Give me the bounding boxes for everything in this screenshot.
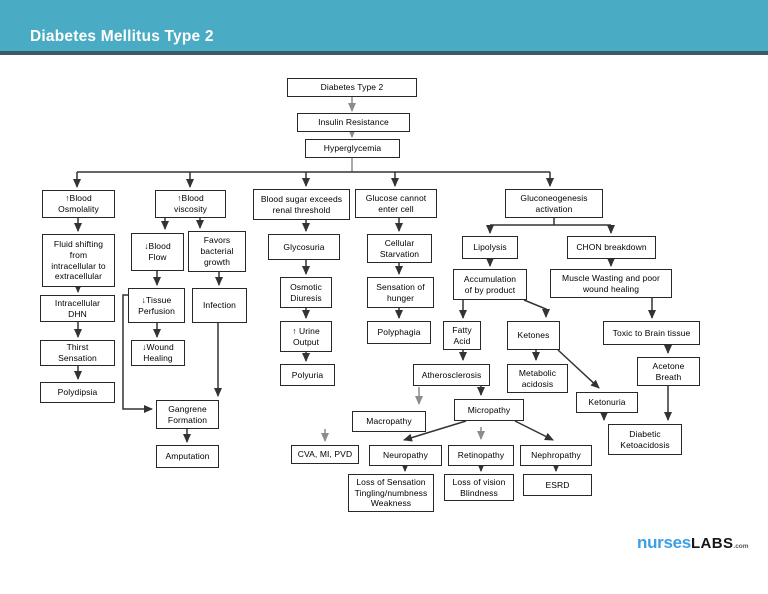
flow-node-neuropathy: Neuropathy (369, 445, 442, 466)
flow-node-retinopathy: Retinopathy (448, 445, 514, 466)
flow-node-accumulation-of-by-product: Accumulation of by product (453, 269, 527, 300)
flow-node-ketones: Ketones (507, 321, 560, 350)
flow-node-loss-of-vision: Loss of vision Blindness (444, 474, 514, 501)
header-divider (0, 51, 768, 55)
flow-node-thirst-sensation: Thirst Sensation (40, 340, 115, 366)
flow-node-acetone-breath: Acetone Breath (637, 357, 700, 386)
flow-node-metabolic-acidosis: Metabolic acidosis (507, 364, 568, 393)
flow-node-lipolysis: Lipolysis (462, 236, 518, 259)
flow-node-cellular-starvation: Cellular Starvation (367, 234, 432, 263)
flow-node-muscle-wasting: Muscle Wasting and poor wound healing (550, 269, 672, 298)
flow-node-wound-healing: ↓Wound Healing (131, 340, 185, 366)
logo-labs-text: LABS (690, 535, 734, 552)
flow-edge (523, 299, 550, 318)
flow-edge (514, 420, 554, 441)
flow-node-micropathy: Micropathy (454, 399, 524, 421)
flow-node-osmotic-diuresis: Osmotic Diuresis (280, 277, 332, 308)
flow-node-glucose-cannot-enter-cell: Glucose cannot enter cell (355, 189, 437, 218)
flow-node-fatty-acid: Fatty Acid (443, 321, 481, 350)
flow-edge (403, 420, 467, 442)
flow-node-atherosclerosis: Atherosclerosis (413, 364, 490, 386)
header-bar (0, 0, 768, 51)
flow-node-urine-output: ↑ Urine Output (280, 321, 332, 352)
flow-edge (557, 349, 600, 389)
flow-node-blood-sugar-exceeds-renal-threshold: Blood sugar exceeds renal threshold (253, 189, 350, 220)
flow-node-intracellular-dhn: Intracellular DHN (40, 295, 115, 322)
flow-node-gangrene-formation: Gangrene Formation (156, 400, 219, 429)
flow-node-polyphagia: Polyphagia (367, 321, 431, 344)
flow-node-sensation-of-hunger: Sensation of hunger (367, 277, 434, 308)
flow-node-cva-mi-pvd: CVA, MI, PVD (291, 445, 359, 464)
flow-node-macropathy: Macropathy (352, 411, 426, 432)
flow-node-chon-breakdown: CHON breakdown (567, 236, 656, 259)
flow-node-infection: Infection (192, 288, 247, 323)
flow-node-blood-flow: ↓Blood Flow (131, 233, 184, 271)
logo-tld-text: .com (733, 543, 749, 550)
logo-nurses-text: nurses (637, 533, 691, 552)
flow-node-ketonuria: Ketonuria (576, 392, 638, 413)
flow-node-polyuria: Polyuria (280, 364, 335, 386)
flow-node-polydipsia: Polydipsia (40, 382, 115, 403)
flow-node-fluid-shifting: Fluid shifting from intracellular to ext… (42, 234, 115, 287)
flow-node-hyperglycemia: Hyperglycemia (305, 139, 400, 158)
flow-node-diabetes-type-2: Diabetes Type 2 (287, 78, 417, 97)
flow-edge (122, 294, 153, 413)
flow-node-favors-bacterial-growth: Favors bacterial growth (188, 231, 246, 272)
flow-node-gluconeogenesis-activation: Gluconeogenesis activation (505, 189, 603, 218)
flow-node-tissue-perfusion: ↓Tissue Perfusion (128, 288, 185, 323)
flow-node-amputation: Amputation (156, 445, 219, 468)
page-title: Diabetes Mellitus Type 2 (30, 28, 214, 45)
flow-node-insulin-resistance: Insulin Resistance (297, 113, 410, 132)
flow-node-nephropathy: Nephropathy (520, 445, 592, 466)
flow-node-esrd: ESRD (523, 474, 592, 496)
flow-node-toxic-to-brain-tissue: Toxic to Brain tissue (603, 321, 700, 345)
flow-node-blood-osmolality: ↑Blood Osmolality (42, 190, 115, 218)
flow-node-loss-of-sensation: Loss of Sensation Tingling/numbness Weak… (348, 474, 434, 512)
flow-node-glycosuria: Glycosuria (268, 234, 340, 260)
flow-node-diabetic-ketoacidosis: Diabetic Ketoacidosis (608, 424, 682, 455)
flow-node-blood-viscosity: ↑Blood viscosity (155, 190, 226, 218)
